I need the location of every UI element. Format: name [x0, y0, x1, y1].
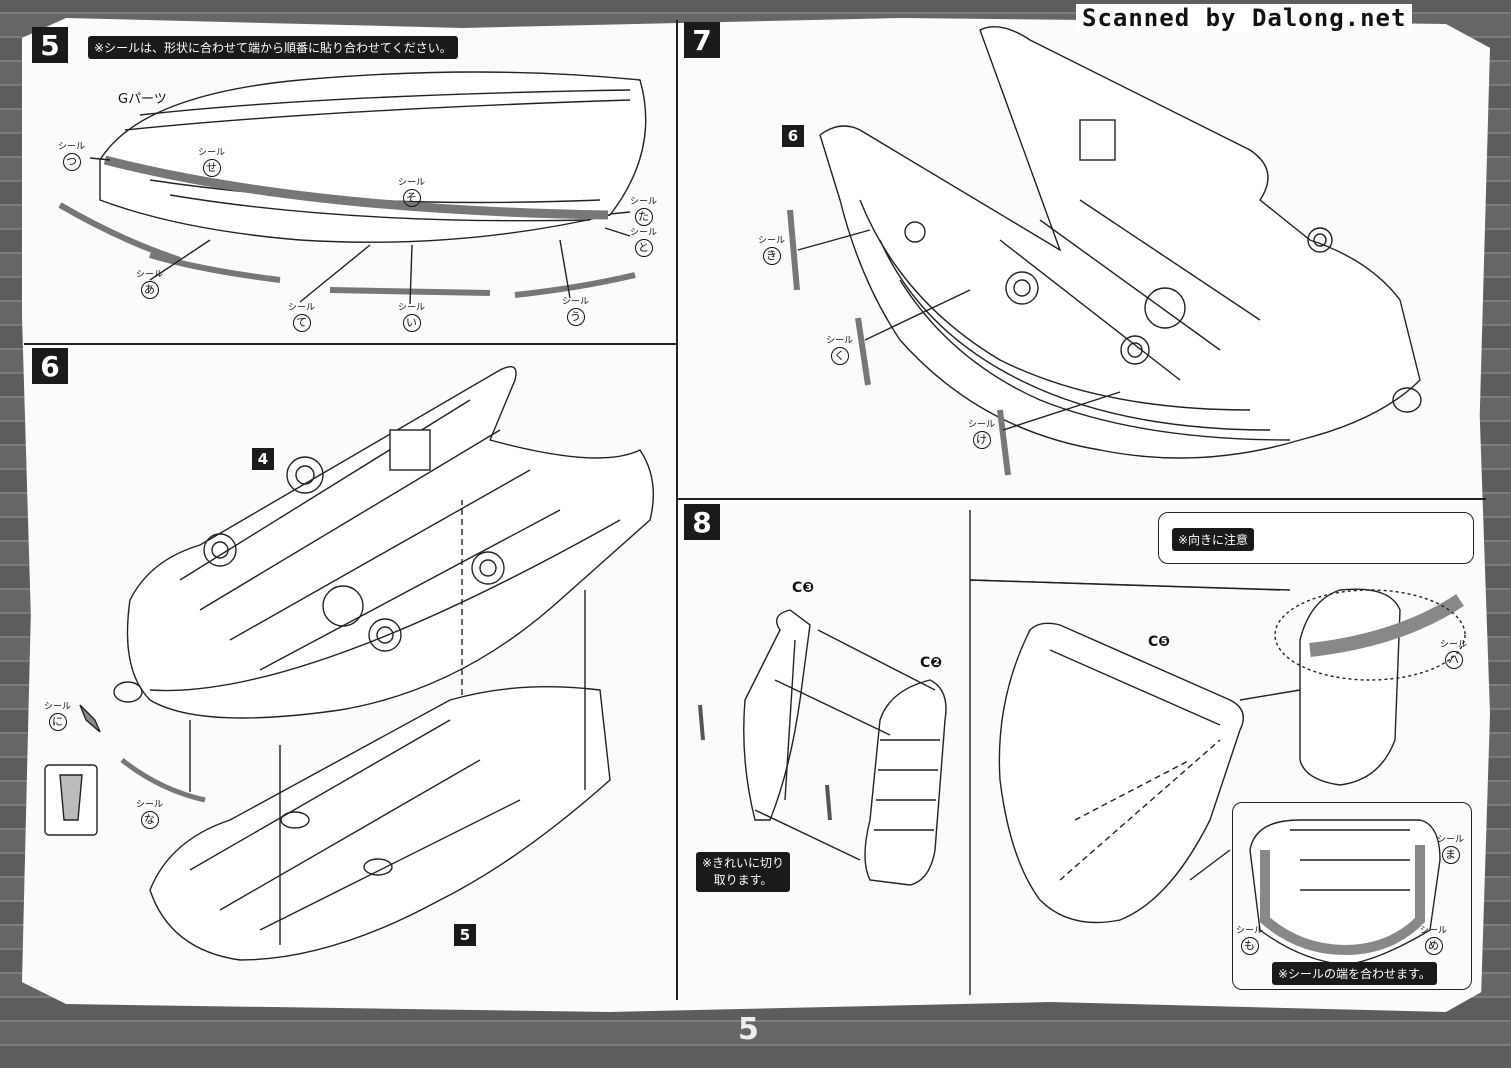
divider-vertical: [676, 20, 678, 1000]
seal-label-so: シールそ: [398, 178, 425, 207]
seal-label-na: シールな: [136, 800, 163, 829]
step-5-instruction: ※シールは、形状に合わせて端から順番に貼り合わせてください。: [88, 36, 458, 59]
seal-label-ku: シールく: [826, 336, 853, 365]
step-7-ref-6: 6: [782, 125, 804, 147]
alignment-callout-box: [1232, 802, 1472, 990]
seal-label-me: シールめ: [1420, 926, 1447, 955]
step-5-part-label: Gパーツ: [118, 92, 167, 107]
divider-left-horizontal: [24, 343, 676, 345]
seal-label-a: シールあ: [136, 270, 163, 299]
seal-label-ki: シールき: [758, 236, 785, 265]
step-7-number: 7: [684, 22, 720, 58]
cut-note: ※きれいに切り取ります。: [696, 852, 791, 892]
page-number: 5: [738, 1012, 759, 1047]
seal-label-tsu: シールつ: [58, 142, 85, 171]
step-6-ref-5: 5: [454, 924, 476, 946]
seal-label-ma: シールま: [1437, 835, 1464, 864]
seal-label-se: シールせ: [198, 148, 225, 177]
step-8-number: 8: [684, 504, 720, 540]
step-6-ref-4: 4: [252, 448, 274, 470]
seal-label-mo: シールも: [1236, 926, 1263, 955]
seal-label-i: シールい: [398, 303, 425, 332]
seal-label-ha: シールハ: [1440, 640, 1467, 669]
part-c3-label: C❸: [792, 580, 815, 596]
scan-watermark: Scanned by Dalong.net: [1076, 4, 1413, 32]
step-5-number: 5: [32, 27, 68, 63]
seal-label-te: シールて: [288, 303, 315, 332]
seal-label-ni: シールに: [44, 702, 71, 731]
part-c2-label: C❷: [920, 655, 943, 671]
part-c5-label: C❺: [1148, 634, 1171, 650]
direction-note: ※向きに注意: [1172, 528, 1255, 551]
seal-label-ke: シールけ: [968, 420, 995, 449]
seal-label-to: シールと: [630, 228, 657, 257]
step-6-number: 6: [32, 348, 68, 384]
seal-label-u: シールう: [562, 297, 589, 326]
divider-right-horizontal: [678, 498, 1486, 500]
seal-label-ta: シールた: [630, 197, 657, 226]
alignment-note: ※シールの端を合わせます。: [1272, 962, 1437, 985]
